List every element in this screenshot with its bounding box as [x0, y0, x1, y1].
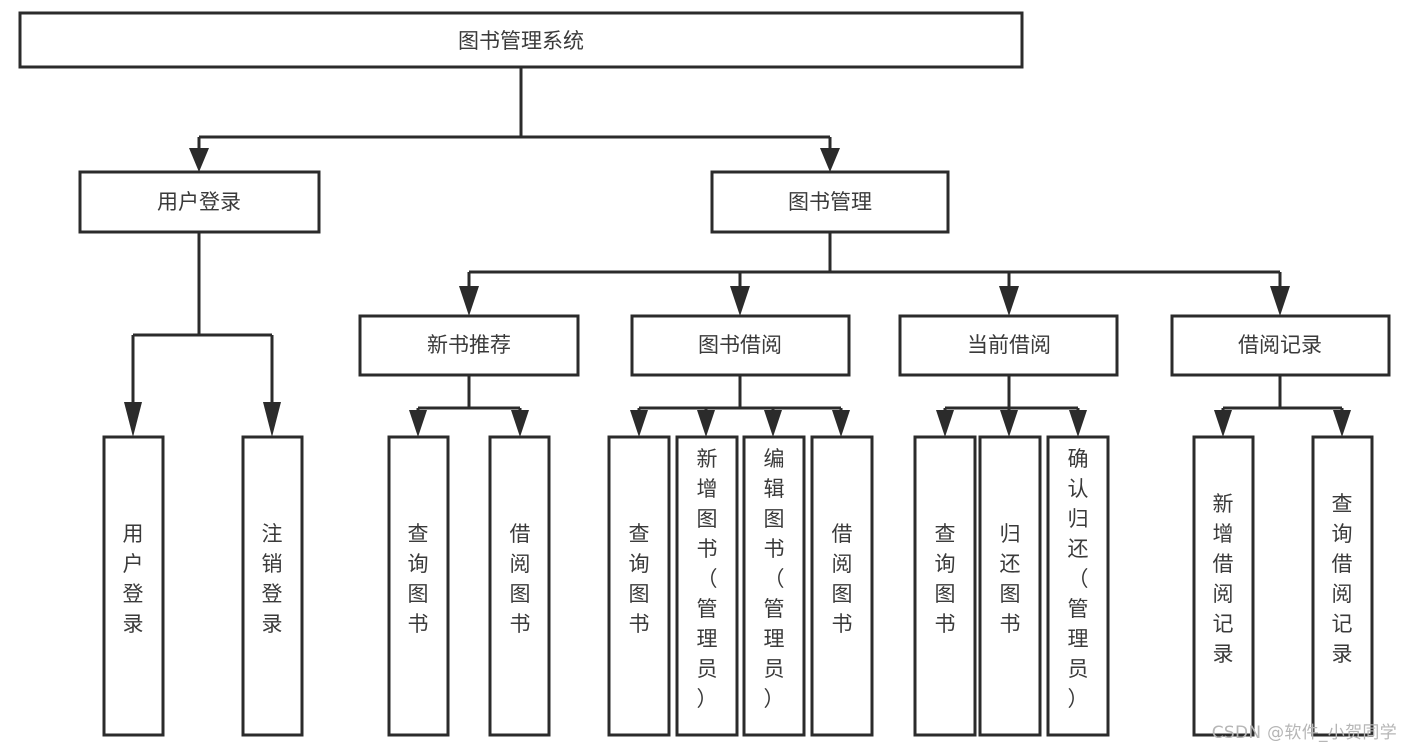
connector-group-new-book: [409, 375, 529, 437]
leaf-label-current-borrow-3: 确认归还（管理员）: [1068, 447, 1089, 711]
leaf-label-book-borrow-1: 查询图书: [629, 522, 650, 636]
leaf-label-book-borrow-4: 借阅图书: [832, 522, 853, 636]
leaf-label-current-borrow-1: 查询图书: [935, 522, 956, 636]
leaf-label-current-borrow-2: 归还图书: [1000, 522, 1021, 636]
leaf-node[interactable]: [1311, 435, 1374, 737]
node-box-new-book-recommend[interactable]: [358, 314, 580, 377]
leaf-node[interactable]: [102, 435, 165, 737]
node-label-user-login: 用户登录: [157, 190, 241, 214]
arrow-head-leaf-br-2: [1333, 410, 1351, 437]
node-label-new-book-recommend: 新书推荐: [427, 333, 511, 357]
node-label-book-management: 图书管理: [788, 190, 872, 214]
node-user-login[interactable]: 用户登录: [78, 170, 321, 234]
node-label-borrow-record: 借阅记录: [1238, 333, 1322, 357]
leaf-box-book-borrow-4[interactable]: [810, 435, 874, 737]
arrow-head-book-mgmt: [820, 148, 840, 172]
leaf-node[interactable]: [675, 435, 739, 737]
node-box-book-management[interactable]: [710, 170, 950, 234]
leaf-box-borrow-record-1[interactable]: [1192, 435, 1255, 737]
arrow-head-leaf-br-1: [1214, 410, 1232, 437]
node-box-user-login[interactable]: [78, 170, 321, 234]
node-current-borrow[interactable]: 当前借阅: [898, 314, 1119, 377]
arrow-head-leaf-user-1: [124, 402, 142, 437]
leaf-label-user-login-2: 注销登录: [262, 522, 283, 636]
connector-group-borrow-book: [630, 375, 850, 437]
leaf-node[interactable]: [607, 435, 671, 737]
arrow-head-leaf-bb-4: [832, 410, 850, 437]
node-box-borrow-record[interactable]: [1170, 314, 1391, 377]
leaf-box-borrow-record-2[interactable]: [1311, 435, 1374, 737]
node-label-root: 图书管理系统: [458, 29, 584, 53]
node-box-current-borrow[interactable]: [898, 314, 1119, 377]
leaf-label-new-book-1: 查询图书: [408, 522, 429, 636]
connector-group-current-borrow: [936, 375, 1087, 437]
leaf-label-borrow-record-1: 新增借阅记录: [1213, 492, 1234, 666]
node-box-root[interactable]: [18, 11, 1024, 69]
arrow-head-user-login: [189, 148, 209, 172]
arrow-head-borrow-book: [730, 286, 750, 316]
connector-group-book-mgmt: [459, 232, 1290, 316]
leaf-box-new-book-2[interactable]: [488, 435, 551, 737]
leaf-node[interactable]: [742, 435, 806, 737]
arrow-head-new-book: [459, 286, 479, 316]
leaf-label-book-borrow-3: 编辑图书（管理员）: [764, 447, 785, 711]
leaf-box-book-borrow-1[interactable]: [607, 435, 671, 737]
arrow-head-leaf-bb-2: [697, 410, 715, 437]
leaf-node[interactable]: [488, 435, 551, 737]
arrow-head-leaf-cb-2: [1000, 410, 1018, 437]
arrow-head-leaf-cb-3: [1069, 410, 1087, 437]
node-root-system[interactable]: 图书管理系统: [18, 11, 1024, 69]
leaf-box-current-borrow-2[interactable]: [978, 435, 1042, 737]
leaf-node[interactable]: [1192, 435, 1255, 737]
node-box-book-borrow[interactable]: [630, 314, 851, 377]
node-new-book-recommend[interactable]: 新书推荐: [358, 314, 580, 377]
leaf-node[interactable]: [978, 435, 1042, 737]
leaf-node[interactable]: [1046, 435, 1110, 737]
arrow-head-leaf-nb-2: [511, 410, 529, 437]
leaf-box-user-login-2[interactable]: [241, 435, 304, 737]
leaf-box-book-borrow-3[interactable]: [742, 435, 806, 737]
arrow-head-leaf-bb-1: [630, 410, 648, 437]
arrow-head-leaf-bb-3: [764, 410, 782, 437]
leaf-node[interactable]: [810, 435, 874, 737]
node-book-borrow[interactable]: 图书借阅: [630, 314, 851, 377]
node-book-management[interactable]: 图书管理: [710, 170, 950, 234]
connector-group-user-login: [124, 232, 281, 437]
arrow-head-leaf-user-2: [263, 402, 281, 437]
leaf-label-borrow-record-2: 查询借阅记录: [1332, 492, 1353, 666]
leaf-box-current-borrow-1[interactable]: [913, 435, 977, 737]
arrow-head-leaf-nb-1: [409, 410, 427, 437]
leaf-label-user-login-1: 用户登录: [123, 522, 144, 636]
leaf-box-new-book-1[interactable]: [387, 435, 450, 737]
node-label-current-borrow: 当前借阅: [967, 333, 1051, 357]
arrow-head-leaf-cb-1: [936, 410, 954, 437]
leaf-box-current-borrow-3[interactable]: [1046, 435, 1110, 737]
connector-group-root: [189, 67, 840, 172]
leaf-label-book-borrow-2: 新增图书（管理员）: [697, 447, 718, 711]
leaf-node[interactable]: [387, 435, 450, 737]
leaf-label-group: 用户登录 注销登录 查询图书 借阅图书 查询图书 新增图书（管理员） 编辑图书（…: [123, 447, 1353, 711]
leaf-label-new-book-2: 借阅图书: [510, 522, 531, 636]
arrow-head-borrow-record: [1270, 286, 1290, 316]
leaf-box-user-login-1[interactable]: [102, 435, 165, 737]
node-label-book-borrow: 图书借阅: [698, 333, 782, 357]
leaf-node[interactable]: [913, 435, 977, 737]
leaf-box-book-borrow-2[interactable]: [675, 435, 739, 737]
leaf-node[interactable]: [241, 435, 304, 737]
node-borrow-record[interactable]: 借阅记录: [1170, 314, 1391, 377]
connector-group-borrow-record: [1214, 375, 1351, 437]
arrow-head-current-borrow: [999, 286, 1019, 316]
